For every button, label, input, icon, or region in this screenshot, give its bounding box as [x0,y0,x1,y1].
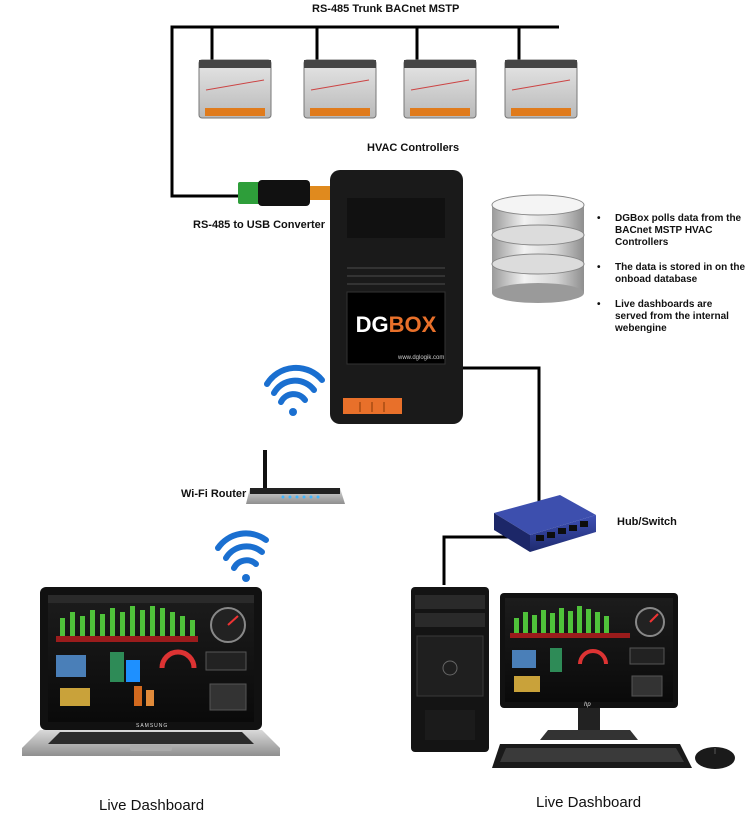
rs485-trunk-wire [170,25,559,198]
wifi-router [246,450,345,504]
keyboard [492,744,692,768]
dgbox-url: www.dglogik.com [398,355,445,361]
dgbox-device [330,170,463,424]
converter-label: RS-485 to USB Converter [193,219,326,231]
note-item: •The data is stored in on the onboad dat… [597,262,746,285]
dgbox-logo-dg: DG [355,312,389,337]
note-item: •Live dashboards are served from the int… [597,299,729,334]
dgbox-logo: DGBOX [347,312,445,338]
rs485-usb-converter [238,180,330,206]
desktop-monitor [500,593,678,740]
router-label: Wi-Fi Router [181,488,247,500]
laptop-caption: Live Dashboard [99,797,205,814]
hvac-controller-4 [504,59,578,119]
note-item: •DGBox polls data from the BACnet MSTP H… [597,213,742,248]
hvac-controller-3 [403,59,477,119]
feature-notes: •DGBox polls data from the BACnet MSTP H… [597,213,745,348]
desktop-caption: Live Dashboard [536,794,642,811]
ethernet-wire [442,366,541,585]
monitor-brand: hp [584,702,591,708]
note-text: The data is stored in on the onboad data… [615,262,746,285]
note-text: DGBox polls data from the BACnet MSTP HV… [615,213,742,248]
mouse [695,747,735,769]
switch-label: Hub/Switch [617,516,677,528]
desktop-tower [411,587,489,752]
database-icon [491,194,585,303]
dgbox-logo-box: BOX [388,312,437,337]
hvac-controller-1 [198,59,272,119]
laptop [22,587,280,756]
hub-switch [494,495,596,552]
wifi-signal-icon [264,364,325,416]
note-text: Live dashboards are served from the inte… [615,299,729,334]
laptop-brand: SAMSUNG [136,723,169,729]
hvac-controllers [198,59,578,119]
wifi-signal-icon-laptop [215,530,269,582]
hvac-controller-2 [303,59,377,119]
trunk-label: RS-485 Trunk BACnet MSTP [312,3,460,15]
hvac-controllers-label: HVAC Controllers [367,142,460,154]
